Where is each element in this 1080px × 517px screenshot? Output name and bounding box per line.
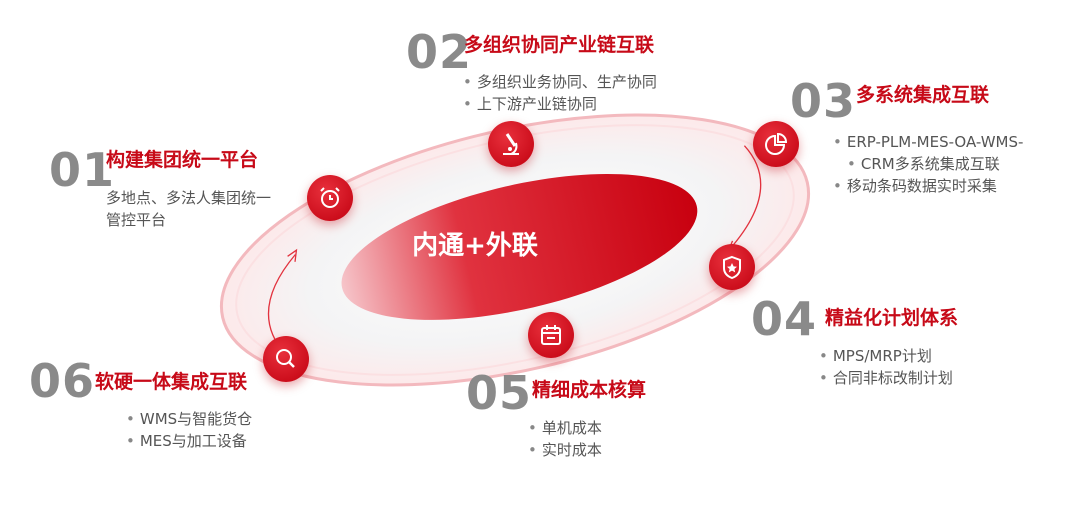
alarm-clock-icon (307, 175, 353, 221)
search-icon (263, 336, 309, 382)
list-item: 实时成本 (528, 439, 602, 461)
list-item: ERP-PLM-MES-OA-WMS- (833, 131, 1024, 153)
microscope-icon (488, 121, 534, 167)
item-01-desc: 多地点、多法人集团统一 管控平台 (106, 187, 271, 231)
item-06-number: 06 (29, 354, 96, 408)
list-item-continued: CRM多系统集成互联 (833, 153, 1023, 175)
list-item: 合同非标改制计划 (819, 367, 953, 389)
item-05-number: 05 (466, 366, 533, 420)
item-03-number: 03 (790, 74, 857, 128)
item-02-number: 02 (406, 25, 473, 79)
item-02-title: 多组织协同产业链互联 (464, 34, 655, 56)
list-item: 单机成本 (528, 417, 602, 439)
item-03-bullets: ERP-PLM-MES-OA-WMS- CRM多系统集成互联 移动条码数据实时采… (833, 131, 1024, 197)
shield-star-icon (709, 244, 755, 290)
item-03-title: 多系统集成互联 (856, 84, 990, 106)
item-06-title: 软硬一体集成互联 (95, 371, 248, 393)
core-disc (341, 173, 698, 320)
item-04-number: 04 (751, 292, 818, 346)
item-06-bullets: WMS与智能货仓 MES与加工设备 (126, 408, 252, 452)
pie-chart-icon (753, 121, 799, 167)
item-05-bullets: 单机成本 实时成本 (528, 417, 602, 461)
item-01-number: 01 (49, 143, 116, 197)
item-04-bullets: MPS/MRP计划 合同非标改制计划 (819, 345, 953, 389)
list-item: WMS与智能货仓 (126, 408, 252, 430)
list-item: MES与加工设备 (126, 430, 252, 452)
item-02-bullets: 多组织业务协同、生产协同 上下游产业链协同 (463, 71, 657, 115)
calendar-icon (528, 312, 574, 358)
item-01-title: 构建集团统一平台 (106, 149, 259, 171)
list-item: 移动条码数据实时采集 (833, 175, 1023, 197)
center-label: 内通+外联 (412, 231, 538, 261)
list-item: 多组织业务协同、生产协同 (463, 71, 657, 93)
list-item: 上下游产业链协同 (463, 93, 657, 115)
item-01-desc-line: 管控平台 (106, 211, 167, 229)
item-01-desc-line: 多地点、多法人集团统一 (106, 189, 272, 207)
item-05-title: 精细成本核算 (532, 379, 647, 401)
item-04-title: 精益化计划体系 (825, 307, 959, 329)
list-item: MPS/MRP计划 (819, 345, 953, 367)
